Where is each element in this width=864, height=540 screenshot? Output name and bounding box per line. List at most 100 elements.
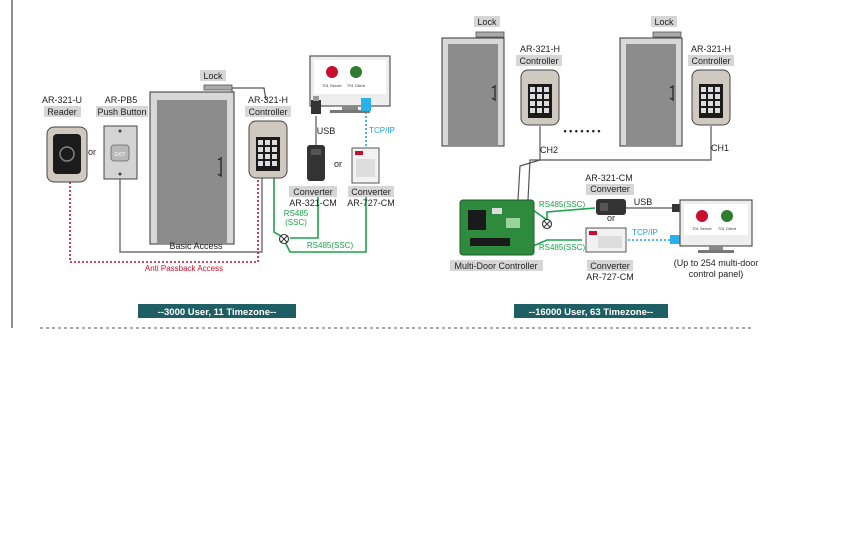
door-icon (149, 91, 235, 245)
conv1-model-right: AR-321-CM (585, 173, 633, 183)
ctrl1-model: AR-321-H (520, 44, 560, 54)
lock-icon (203, 84, 233, 91)
usb-label-right: USB (634, 197, 653, 207)
ch2-label: CH2 (540, 145, 558, 155)
client-app-icon-right (721, 210, 733, 222)
or-label-right: or (607, 213, 615, 223)
ethernet-plug-icon (361, 98, 371, 111)
ctrl2-tag (688, 55, 734, 66)
tcpip-converter-icon (351, 147, 380, 184)
pushbutton-label: Push Button (97, 107, 146, 117)
left-diagram: AR-321-U Reader or AR-PB5 Push Button EX… (42, 55, 395, 318)
conv1-tag-right (586, 184, 634, 195)
lock2-label: Lock (654, 17, 674, 27)
mdc-tag (450, 260, 543, 271)
tcpip-label: TCP/IP (369, 126, 395, 135)
rs485-label-a: RS485 (284, 209, 309, 218)
conv2-label: Converter (351, 187, 391, 197)
ctrl1-tag (516, 55, 562, 66)
usb-plug-icon (311, 96, 321, 114)
pc-server-label: 701 Server (322, 83, 342, 88)
anti-passback-label: Anti Passback Access (145, 264, 223, 273)
controller-label: Controller (248, 107, 287, 117)
keypad-controller-icon-2 (691, 69, 731, 126)
rs485-bottom-label: RS485(SSC) (539, 243, 586, 252)
conv2-tag-right (587, 260, 633, 271)
basic-access-wire (119, 168, 263, 253)
left-banner-text: --3000 User, 11 Timezone-- (158, 307, 277, 318)
junction-icon (278, 233, 290, 245)
pushbutton-tag (96, 106, 148, 117)
lock1-tag (474, 16, 500, 27)
ethernet-plug-icon-right (670, 235, 682, 244)
pc-client-label-right: 701 Client (718, 226, 737, 231)
ctrl2-label: Controller (691, 56, 730, 66)
usb-converter-icon-right (596, 199, 626, 215)
client-app-icon (350, 66, 362, 78)
usb-plug-icon-right (672, 204, 682, 212)
exit-button-icon: EXIT (103, 125, 138, 180)
usb-converter-icon (307, 145, 325, 181)
panel-note-2: control panel) (689, 269, 744, 279)
conv1-label-right: Converter (590, 184, 630, 194)
left-banner (138, 304, 296, 318)
rs485-wire-3 (283, 192, 367, 253)
rs485-top-wire (532, 207, 596, 222)
computer-icon-right: 701 Server 701 Client (679, 199, 753, 253)
lock1-label: Lock (477, 17, 497, 27)
pushbutton-model: AR-PB5 (105, 95, 138, 105)
conv1-tag (289, 186, 337, 197)
keypad-controller-icon (248, 120, 288, 179)
right-banner-text: --16000 User, 63 Timezone-- (529, 307, 653, 318)
ctrl1-label: Controller (519, 56, 558, 66)
right-diagram: Lock Lock AR-321-H Controller AR-321-H C… (441, 16, 759, 318)
pc-server-label-right: 701 Server (692, 226, 712, 231)
panel-note-1: (Up to 254 multi-door (674, 258, 759, 268)
lock2-tag (651, 16, 677, 27)
exit-text: EXIT (114, 152, 125, 158)
door-icon-1 (441, 37, 505, 147)
ch1-label: CH1 (711, 143, 729, 153)
conv2-model: AR-727-CM (347, 198, 395, 208)
rs485-top-label: RS485(SSC) (539, 200, 586, 209)
conv1-model: AR-321-CM (289, 198, 337, 208)
right-banner (514, 304, 668, 318)
tcpip-converter-icon-right (585, 227, 627, 253)
reader-label: Reader (47, 107, 77, 117)
or-label-2: or (334, 159, 342, 169)
ellipsis-dots: • • • • • • • (563, 126, 600, 136)
usb-label: USB (317, 126, 336, 136)
lock1-icon (475, 31, 505, 38)
pc-client-label: 701 Client (347, 83, 366, 88)
anti-passback-wire (69, 170, 259, 263)
controller-model: AR-321-H (248, 95, 288, 105)
lock-label: Lock (203, 71, 223, 81)
rs485-bottom-wire (532, 239, 582, 247)
rs485-wire-1 (273, 170, 285, 239)
computer-icon: 701 Server 701 Client (309, 55, 391, 113)
conv2-model-right: AR-727-CM (586, 272, 634, 282)
server-app-icon (326, 66, 338, 78)
lock-tag (200, 70, 226, 81)
junction-icon-right (541, 218, 553, 230)
conv2-tag (348, 186, 394, 197)
lock2-icon (652, 31, 682, 38)
mdc-label: Multi-Door Controller (454, 261, 537, 271)
ch1-wire (527, 126, 712, 201)
reader-model: AR-321-U (42, 95, 82, 105)
server-app-icon-right (696, 210, 708, 222)
basic-access-label: Basic Access (169, 241, 223, 251)
rs485-ssc-label: RS485(SSC) (307, 241, 354, 250)
multi-door-controller-icon (459, 199, 535, 256)
ctrl2-model: AR-321-H (691, 44, 731, 54)
reader-tag (44, 106, 81, 117)
rfid-reader-icon (46, 126, 88, 183)
or-label-1: or (88, 147, 96, 157)
door-icon-2 (619, 37, 683, 147)
keypad-controller-icon-1 (520, 69, 560, 126)
rs485-wire-2 (290, 190, 319, 239)
tcpip-label-right: TCP/IP (632, 228, 658, 237)
rs485-label-b: (SSC) (285, 218, 307, 227)
controller-tag (245, 106, 291, 117)
